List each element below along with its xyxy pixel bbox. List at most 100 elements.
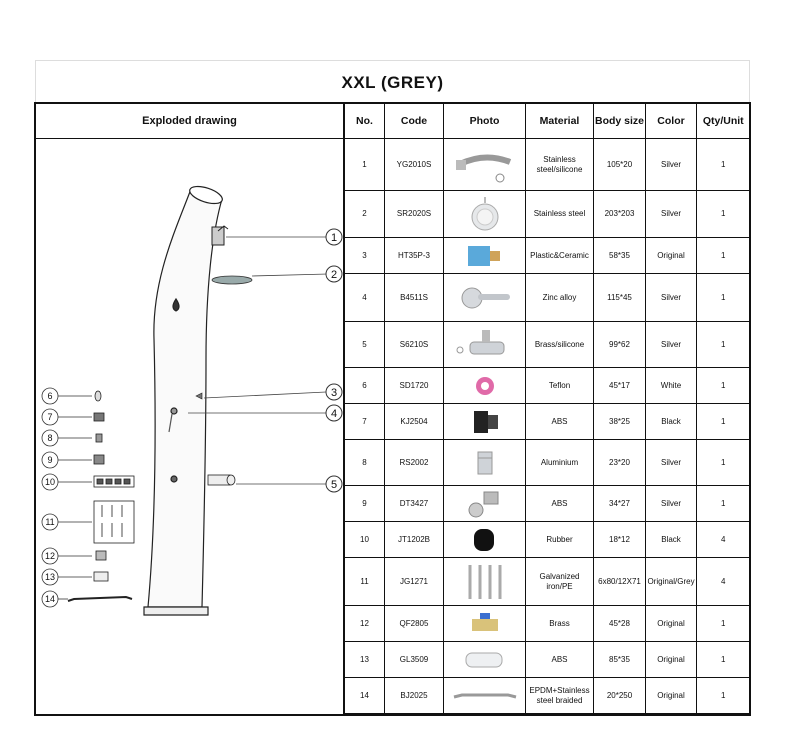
- cell-qty: 1: [696, 237, 750, 274]
- page-title: XXL (GREY): [341, 73, 444, 92]
- anchor-bolts-photo: [443, 557, 526, 606]
- part-3-nozzle: [195, 392, 203, 400]
- cell-qty: 1: [696, 190, 750, 238]
- cell-color: Silver: [645, 485, 697, 522]
- cell-color: Black: [645, 403, 697, 440]
- column-tap-spout: [168, 413, 173, 433]
- cell-material: Plastic&Ceramic: [525, 237, 594, 274]
- cell-color: Silver: [645, 439, 697, 486]
- column-drop-mark: [172, 297, 180, 312]
- teflon-ring-photo: [443, 367, 526, 404]
- braided-hose-photo: [443, 677, 526, 714]
- cell-color: Black: [645, 521, 697, 558]
- col-header-code: Code: [384, 104, 444, 139]
- callout-1: 1: [331, 232, 337, 244]
- cell-size: 34*27: [593, 485, 646, 522]
- part-12-valve: [95, 550, 107, 561]
- cell-size: 20*250: [593, 677, 646, 714]
- cell-color: White: [645, 367, 697, 404]
- col-header-body-size: Body size: [593, 104, 646, 139]
- cell-code: SR2020S: [384, 190, 444, 238]
- adapter-photo: [443, 439, 526, 486]
- cell-code: JT1202B: [384, 521, 444, 558]
- cell-material: Brass/silicone: [525, 321, 594, 368]
- cell-size: 115*45: [593, 273, 646, 322]
- callout-2: 2: [331, 269, 337, 281]
- callout-13: 13: [45, 572, 55, 582]
- column-outlet: [170, 475, 178, 483]
- cell-qty: 1: [696, 641, 750, 678]
- part-13-filter: [93, 571, 109, 582]
- cell-qty: 4: [696, 557, 750, 606]
- cell-color: Original/Grey: [645, 557, 697, 606]
- handle-photo: [443, 273, 526, 322]
- callout-11: 11: [45, 517, 54, 527]
- callout-6: 6: [47, 391, 52, 401]
- cell-qty: 1: [696, 677, 750, 714]
- cell-size: 6x80/12X71: [593, 557, 646, 606]
- spec-table: No. Code Photo Material Body size Color …: [344, 104, 750, 714]
- cell-code: KJ2504: [384, 403, 444, 440]
- cell-code: BJ2025: [384, 677, 444, 714]
- part-1-arm: [211, 225, 229, 246]
- cell-no: 6: [344, 367, 385, 404]
- cell-no: 10: [344, 521, 385, 558]
- exploded-drawing: 1 2 3 4 5: [36, 139, 344, 714]
- cell-material: Rubber: [525, 521, 594, 558]
- column-tap-knob: [170, 407, 178, 415]
- part-10-feet-box: [93, 475, 135, 488]
- cell-size: 85*35: [593, 641, 646, 678]
- part-2-head: [211, 275, 253, 285]
- part-11-bolts-box: [93, 500, 135, 544]
- cell-no: 9: [344, 485, 385, 522]
- callout-12: 12: [45, 551, 55, 561]
- cell-material: EPDM+Stainless steel braided: [525, 677, 594, 714]
- cell-qty: 1: [696, 439, 750, 486]
- cell-size: 105*20: [593, 138, 646, 191]
- cell-color: Original: [645, 641, 697, 678]
- cell-color: Silver: [645, 273, 697, 322]
- cell-no: 12: [344, 605, 385, 642]
- cell-size: 203*203: [593, 190, 646, 238]
- cell-material: Brass: [525, 605, 594, 642]
- cell-code: DT3427: [384, 485, 444, 522]
- rubber-foot-photo: [443, 521, 526, 558]
- callout-5: 5: [331, 479, 337, 491]
- col-header-qty: Qty/Unit: [696, 104, 750, 139]
- cell-color: Silver: [645, 138, 697, 191]
- cell-no: 8: [344, 439, 385, 486]
- cell-color: Original: [645, 237, 697, 274]
- part-6-ring: [94, 390, 102, 402]
- cell-qty: 1: [696, 273, 750, 322]
- col-header-no: No.: [344, 104, 385, 139]
- cell-material: ABS: [525, 485, 594, 522]
- cell-no: 2: [344, 190, 385, 238]
- cell-material: Teflon: [525, 367, 594, 404]
- part-8-adapter: [95, 433, 103, 443]
- callout-8: 8: [47, 433, 52, 443]
- cell-no: 1: [344, 138, 385, 191]
- filter-photo: [443, 641, 526, 678]
- cell-material: ABS: [525, 641, 594, 678]
- cell-code: SD1720: [384, 367, 444, 404]
- cell-no: 11: [344, 557, 385, 606]
- cell-code: RS2002: [384, 439, 444, 486]
- part-9-cap: [93, 454, 105, 465]
- callout-4: 4: [331, 408, 337, 420]
- cell-qty: 1: [696, 367, 750, 404]
- callout-14: 14: [45, 594, 55, 604]
- cell-qty: 1: [696, 605, 750, 642]
- title-box: XXL (GREY): [35, 60, 750, 102]
- cell-no: 14: [344, 677, 385, 714]
- cell-code: B4511S: [384, 273, 444, 322]
